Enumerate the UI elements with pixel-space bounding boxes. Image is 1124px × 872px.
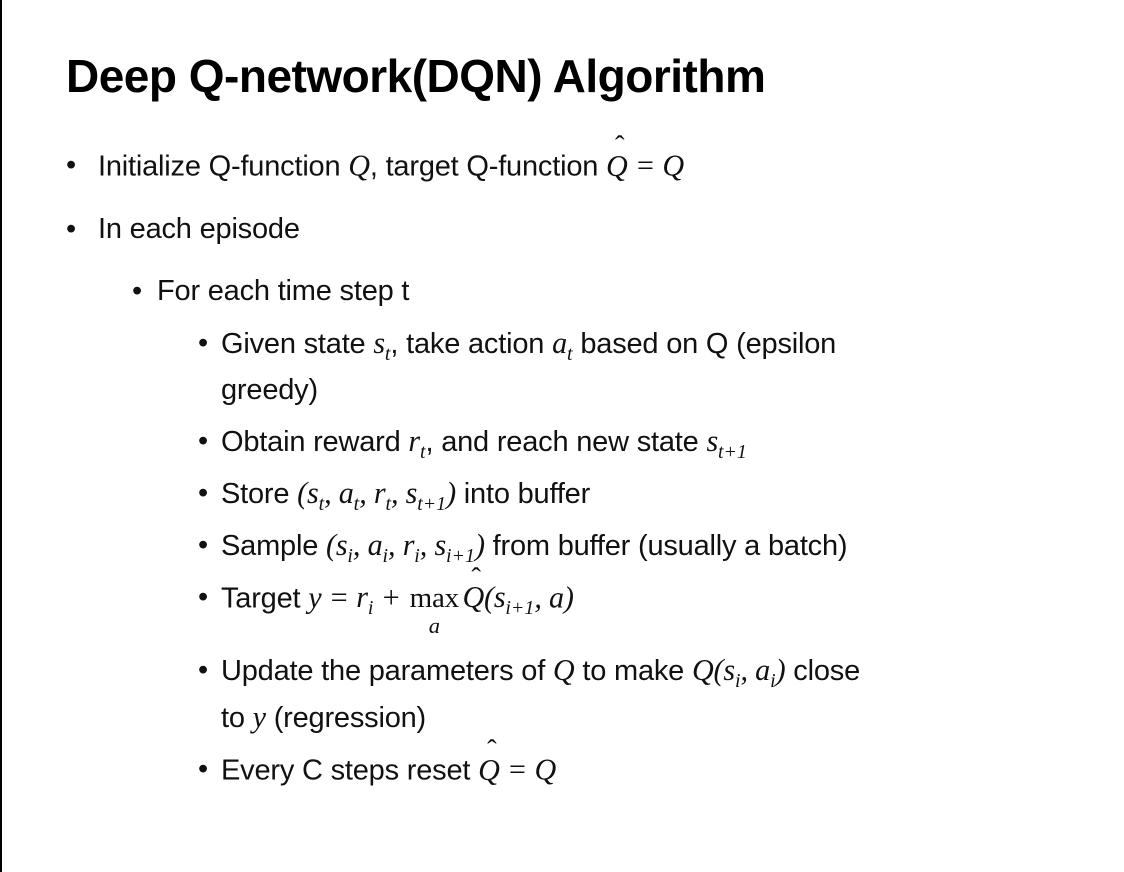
math-subscript-var: at xyxy=(552,325,573,365)
text-run: from buffer (usually a batch) xyxy=(484,529,848,562)
math-var: , xyxy=(390,475,406,510)
bullet-icon: • xyxy=(198,476,208,509)
text-run: Store xyxy=(221,477,298,510)
bullet-item: • Sample (si, ai, ri, si+1) from buffer (… xyxy=(198,522,1094,569)
math-subscript-var: st+1 xyxy=(405,475,447,515)
text-run: , and reach new state xyxy=(425,425,707,458)
text-run: (regression) xyxy=(265,702,427,735)
text-run: , take action xyxy=(390,327,553,360)
bullet-item: • Update the parameters of Q to make Q(si… xyxy=(198,647,1094,741)
bullet-item: • For each time step t xyxy=(132,268,1094,314)
math-subscript-var: si+1 xyxy=(493,580,535,620)
text-run: Target xyxy=(221,582,309,615)
math-var: ) xyxy=(775,653,786,688)
math-var: Q xyxy=(552,653,575,688)
math-var: , a) xyxy=(534,580,574,615)
text-run: Obtain reward xyxy=(221,425,409,458)
math-var: Q( xyxy=(691,653,724,688)
math-subscript-var: st xyxy=(373,325,391,365)
math-subscript-var: si xyxy=(723,653,741,693)
bullet-list: •Initialize Q-function Q, target Q-funct… xyxy=(66,130,1094,794)
bullet-icon: • xyxy=(198,753,208,786)
math-subscript-var: rt xyxy=(408,423,426,463)
bullet-text: Update the parameters of Q to make Q(si,… xyxy=(221,647,1094,741)
math-var: , xyxy=(352,527,368,562)
bullet-icon: • xyxy=(132,274,142,307)
math-var: = xyxy=(321,580,357,615)
math-var: ) xyxy=(446,475,456,510)
bullet-icon: • xyxy=(198,580,208,613)
bullet-item: • Store (st, at, rt, st+1) into buffer xyxy=(198,470,1094,517)
text-run: , target Q-function xyxy=(369,150,607,183)
text-run: Every C steps reset xyxy=(221,754,479,787)
text-run: Update the parameters of xyxy=(221,655,553,688)
text-run: close xyxy=(785,655,860,688)
text-run: greedy) xyxy=(221,373,318,406)
math-subscript-var: si xyxy=(335,527,353,567)
bullet-icon: • xyxy=(198,528,208,561)
math-subscript-var: at xyxy=(338,475,360,515)
math-var: ) xyxy=(474,527,485,562)
math-var: y xyxy=(252,700,266,735)
math-subscript-var: ai xyxy=(755,653,776,693)
text-run: to make xyxy=(574,655,692,688)
bullet-icon: • xyxy=(66,212,76,245)
math-subscript-var: ri xyxy=(356,580,374,620)
slide-title: Deep Q-network(DQN) Algorithm xyxy=(66,50,766,102)
text-run: For each time step t xyxy=(157,274,410,307)
bullet-item: • Given state st, take action at based on… xyxy=(198,320,1094,413)
math-var: ( xyxy=(297,475,308,510)
hat-accent-icon: ˆ xyxy=(471,561,481,594)
text-run: into buffer xyxy=(455,477,591,510)
math-var: = Q xyxy=(499,752,557,787)
text-run: Sample xyxy=(221,529,326,562)
text-run: based on Q (epsilon xyxy=(572,327,837,360)
math-var: = Q xyxy=(627,148,685,183)
text-run: In each episode xyxy=(98,212,300,245)
text-run: Initialize Q-function xyxy=(98,150,349,183)
bullet-item: • In each episode xyxy=(66,206,1094,252)
bullet-icon: • xyxy=(198,424,208,457)
math-subscript-var: rt xyxy=(373,475,391,515)
bullet-text: For each time step t xyxy=(157,268,1094,314)
math-subscript-var: st xyxy=(307,475,325,515)
bullet-text: Obtain reward rt, and reach new state st… xyxy=(221,418,1094,465)
bullet-text: Given state st, take action at based on … xyxy=(221,320,1094,413)
math-subscript-var: ai xyxy=(367,527,389,567)
bullet-text: Sample (si, ai, ri, si+1) from buffer (u… xyxy=(221,522,1094,569)
math-var: y xyxy=(308,580,322,615)
math-var: Q xyxy=(348,148,370,183)
math-subscript-var: st+1 xyxy=(706,423,747,463)
hat-accent-icon: ˆ xyxy=(615,130,625,162)
math-var: , xyxy=(359,475,374,510)
math-subscript-var: ri xyxy=(402,527,420,567)
bullet-icon: • xyxy=(198,326,208,359)
text-run: to xyxy=(221,702,253,735)
math-var: , xyxy=(388,527,403,562)
math-var: , xyxy=(324,475,339,510)
math-var: , xyxy=(419,527,435,562)
bullet-text: Store (st, at, rt, st+1) into buffer xyxy=(221,470,1094,517)
bullet-text: In each episode xyxy=(98,206,1094,252)
bullet-item: • Initialize Q-function Q, target Q-funct… xyxy=(66,130,1094,190)
text-run: Given state xyxy=(221,327,374,360)
hat-accent-icon: ˆ xyxy=(487,734,497,767)
bullet-icon: • xyxy=(66,149,76,181)
math-var: ( xyxy=(484,580,494,615)
bullet-text: Initialize Q-function Q, target Q-functi… xyxy=(98,130,1094,190)
math-var: , xyxy=(740,653,756,688)
bullet-icon: • xyxy=(198,654,208,687)
math-var: ( xyxy=(326,527,336,562)
math-var: + xyxy=(373,580,409,615)
bullet-item: • Obtain reward rt, and reach new state s… xyxy=(198,418,1094,465)
math-subscript-var: si+1 xyxy=(434,527,475,567)
